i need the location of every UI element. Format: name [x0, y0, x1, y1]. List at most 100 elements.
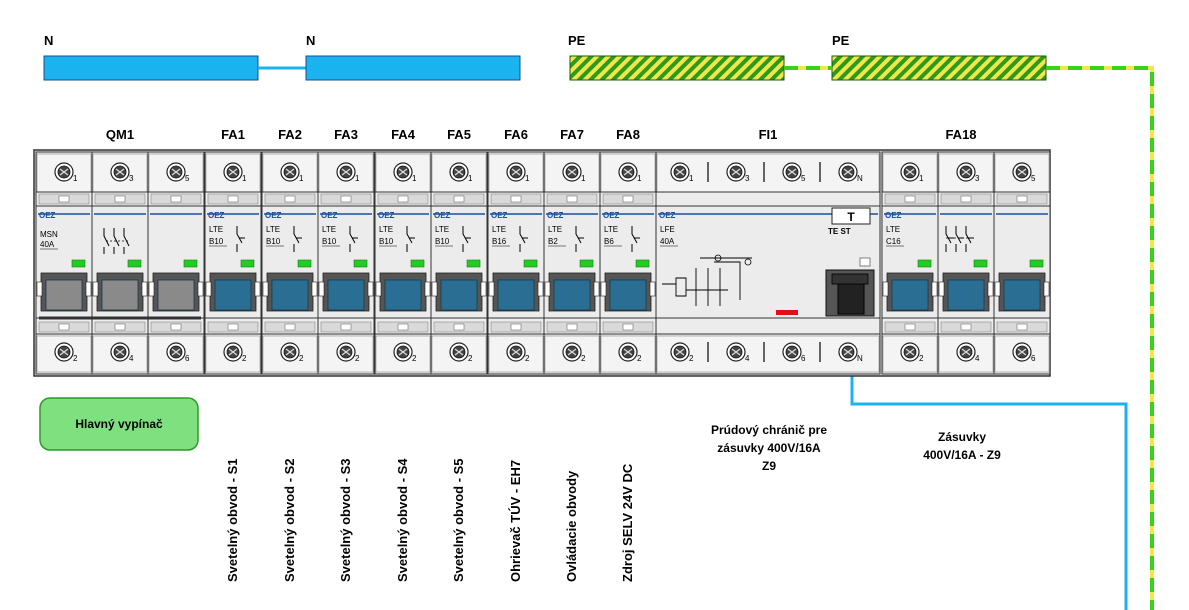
brand-text: OEZ	[208, 211, 225, 220]
svg-text:Prúdový chránič pre: Prúdový chránič pre	[711, 423, 827, 437]
series-text: LTE	[435, 225, 449, 234]
toggle-lever-icon[interactable]	[1003, 279, 1041, 311]
terminal-screw-icon	[54, 162, 74, 182]
terminal-screw-icon	[838, 162, 858, 182]
circuit-description-fa5: Svetelný obvod - S5	[451, 458, 466, 582]
label-fa6: FA6	[504, 127, 528, 142]
terminal-number: 2	[581, 354, 586, 363]
terminal-screw-icon	[726, 162, 746, 182]
toggle-lever-icon[interactable]	[271, 279, 309, 311]
circuit-description-fa7: Ovládacie obvody	[564, 470, 579, 582]
terminal-screw-icon	[223, 342, 243, 362]
terminal-screw-icon	[1012, 342, 1032, 362]
terminal-screw-icon	[900, 162, 920, 182]
terminal-number: 2	[525, 354, 530, 363]
toggle-lever-icon[interactable]	[327, 279, 365, 311]
label-fa1: FA1	[221, 127, 245, 142]
toggle-lever-icon[interactable]	[157, 279, 195, 311]
terminal-screw-icon	[110, 162, 130, 182]
test-button[interactable]: T	[831, 207, 871, 225]
terminal-number: 4	[745, 354, 750, 363]
rcd-lever-icon[interactable]	[837, 281, 865, 315]
terminal-screw-icon	[110, 342, 130, 362]
status-led-icon	[353, 259, 368, 268]
neutral-bar-1	[43, 55, 259, 81]
status-led-icon	[973, 259, 988, 268]
terminal-number: 1	[919, 174, 924, 183]
toggle-lever-icon[interactable]	[101, 279, 139, 311]
terminal-screw-icon	[166, 162, 186, 182]
terminal-number: N	[857, 174, 863, 183]
fa18-description: Zásuvky 400V/16A - Z9	[923, 430, 1001, 462]
terminal-screw-icon	[900, 342, 920, 362]
neutral-bar-2	[305, 55, 521, 81]
label-fa8: FA8	[616, 127, 640, 142]
terminal-screw-icon	[782, 342, 802, 362]
status-led-icon	[1029, 259, 1044, 268]
brand-text: OEZ	[491, 211, 508, 220]
terminal-number: 1	[242, 174, 247, 183]
terminal-number: 2	[299, 354, 304, 363]
terminal-number: 1	[73, 174, 78, 183]
toggle-lever-icon[interactable]	[553, 279, 591, 311]
terminal-number: 1	[468, 174, 473, 183]
bus-label-pe-1: PE	[568, 33, 586, 48]
toggle-lever-icon[interactable]	[45, 279, 83, 311]
series-text: LTE	[209, 225, 223, 234]
rating-text: B16	[492, 237, 507, 246]
status-led-icon	[71, 259, 86, 268]
rating-text: B2	[548, 237, 558, 246]
trip-indicator-icon	[776, 310, 798, 315]
terminal-number: N	[857, 354, 863, 363]
pe-wire	[784, 66, 1154, 610]
neutral-wire-rcd	[850, 375, 1128, 610]
brand-text: OEZ	[547, 211, 564, 220]
svg-text:Z9: Z9	[762, 459, 776, 473]
bus-label-pe-2: PE	[832, 33, 850, 48]
terminal-screw-icon	[670, 162, 690, 182]
series-text: LTE	[604, 225, 618, 234]
toggle-lever-icon[interactable]	[609, 279, 647, 311]
rating-text: B10	[322, 237, 337, 246]
toggle-lever-icon[interactable]	[497, 279, 535, 311]
terminal-number: 2	[73, 354, 78, 363]
terminal-screw-icon	[726, 342, 746, 362]
toggle-lever-icon[interactable]	[214, 279, 252, 311]
rating-text: B10	[266, 237, 281, 246]
label-fa4: FA4	[391, 127, 416, 142]
toggle-lever-icon[interactable]	[891, 279, 929, 311]
terminal-screw-icon	[393, 342, 413, 362]
label-fa5: FA5	[447, 127, 471, 142]
svg-text:zásuvky 400V/16A: zásuvky 400V/16A	[717, 441, 821, 455]
rcd-description: Prúdový chránič pre zásuvky 400V/16A Z9	[711, 423, 827, 473]
label-fa18: FA18	[945, 127, 976, 142]
main-switch-button[interactable]: Hlavný vypínač	[39, 397, 199, 451]
series-text: LFE	[660, 225, 675, 234]
terminal-number: 1	[412, 174, 417, 183]
terminal-number: 3	[745, 174, 750, 183]
terminal-screw-icon	[562, 162, 582, 182]
rating-text: 40A	[660, 237, 675, 246]
terminal-number: 1	[581, 174, 586, 183]
status-led-icon	[523, 259, 538, 268]
terminal-number: 2	[637, 354, 642, 363]
toggle-lever-icon[interactable]	[384, 279, 422, 311]
terminal-screw-icon	[838, 342, 858, 362]
toggle-lever-icon[interactable]	[440, 279, 478, 311]
terminal-number: 5	[185, 174, 190, 183]
terminal-screw-icon	[506, 162, 526, 182]
test-label: TE ST	[828, 227, 851, 236]
toggle-lever-icon[interactable]	[947, 279, 985, 311]
